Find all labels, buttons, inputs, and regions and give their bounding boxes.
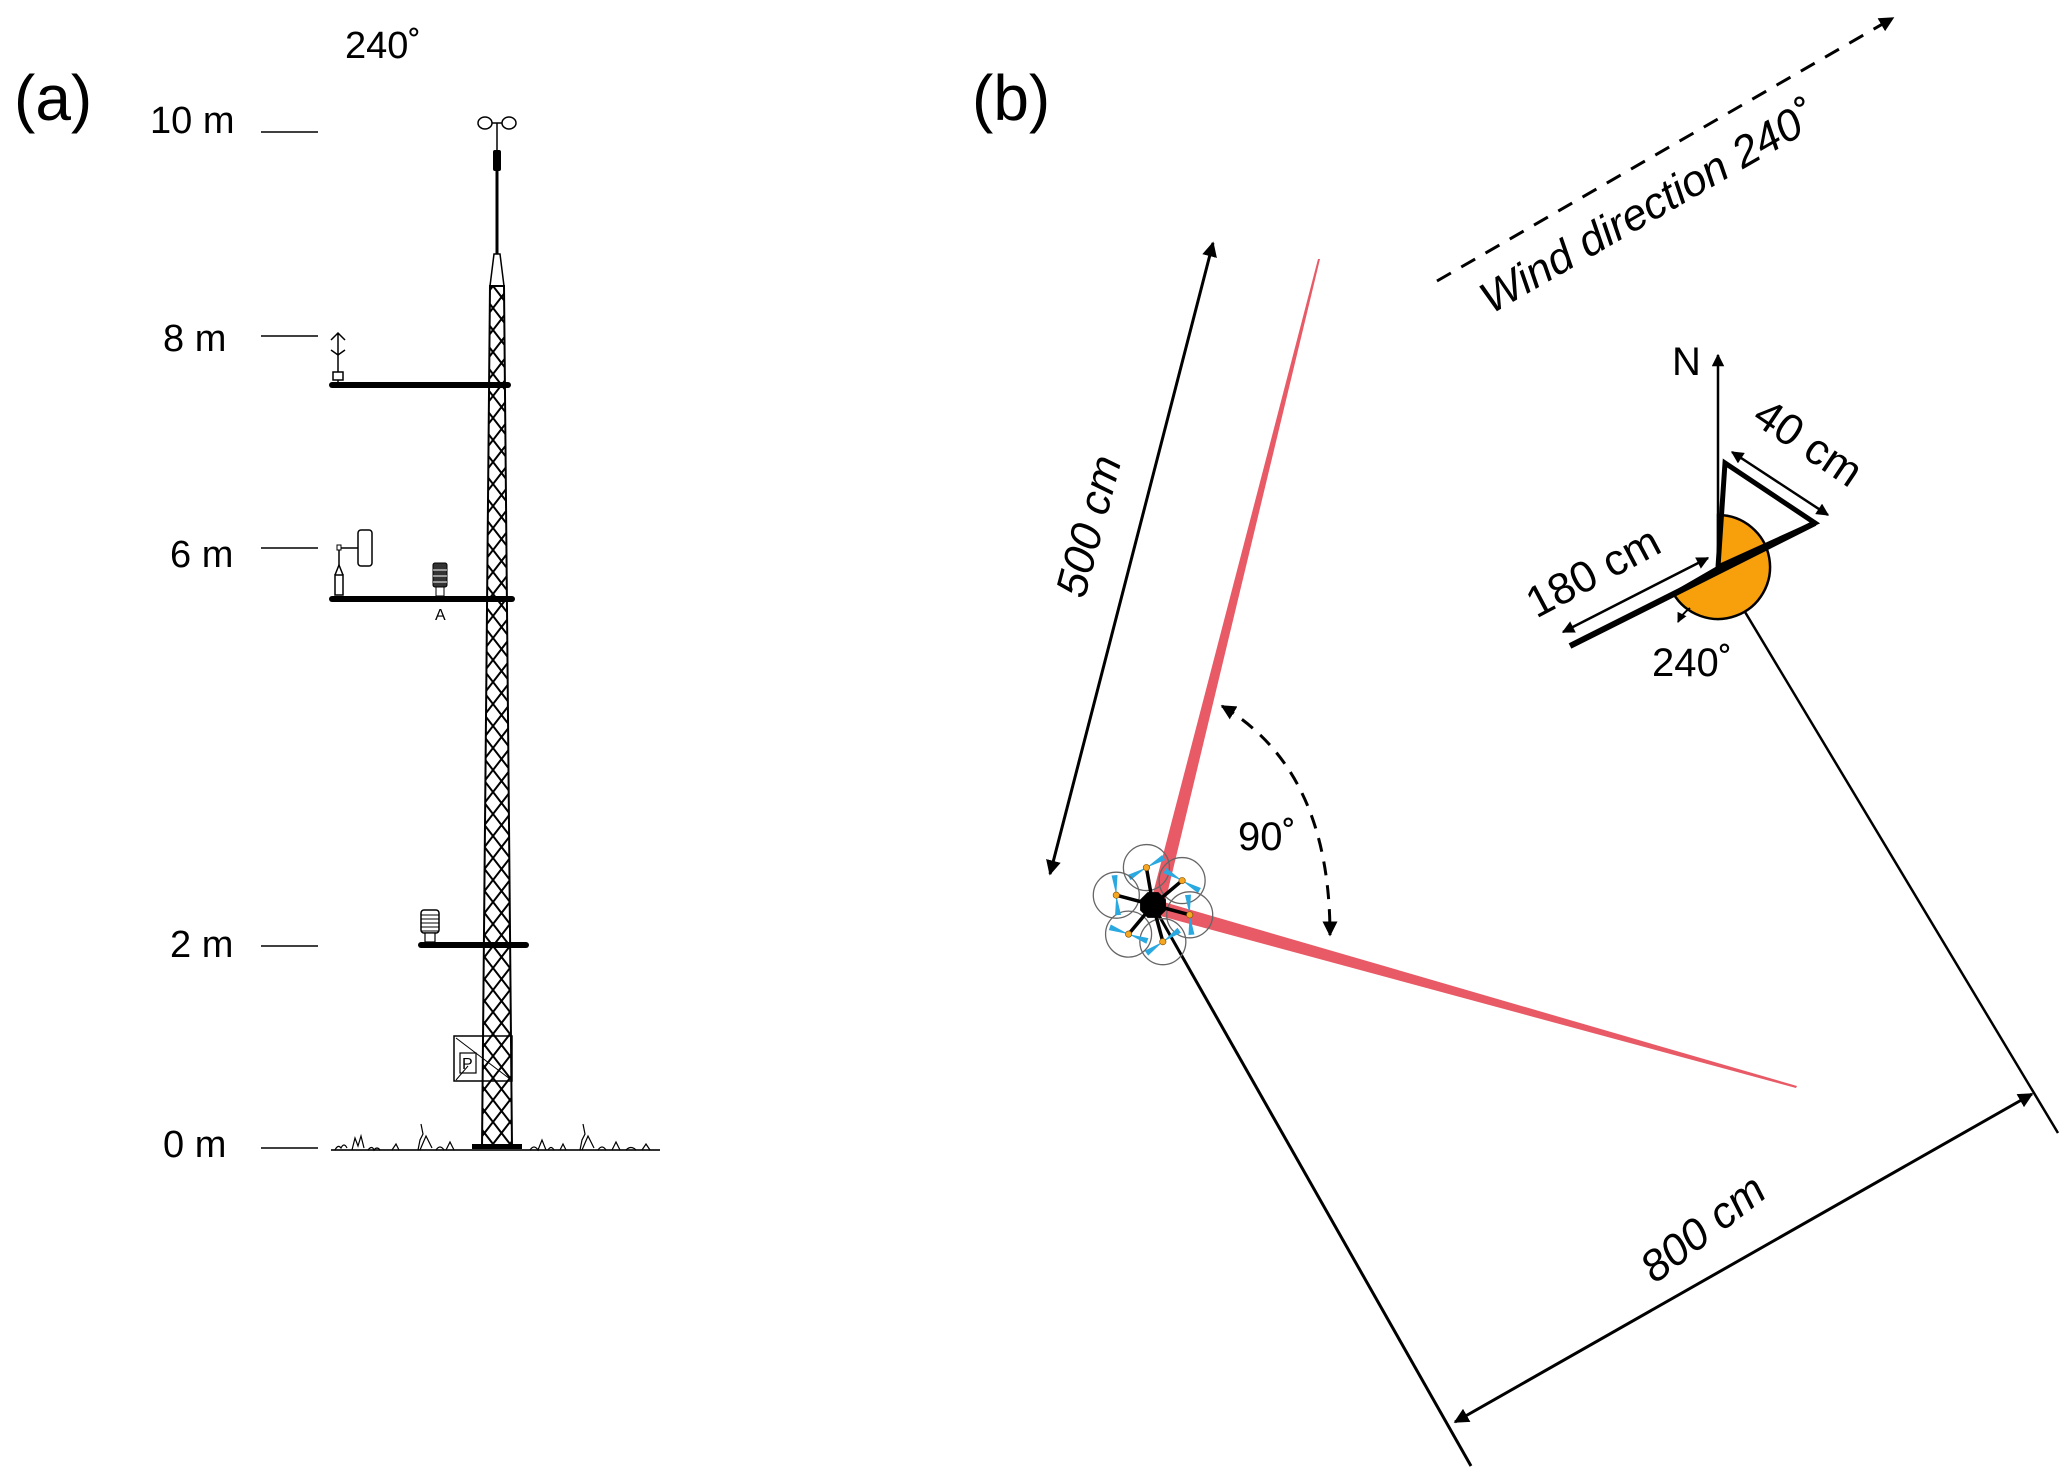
pyranometer-icon [334, 529, 373, 596]
height-label-6m: 6 m [170, 534, 233, 576]
dimension-arrow-40cm [1730, 450, 1830, 517]
propeller-blade [1127, 867, 1147, 881]
angle-label-240: 240˚ [1652, 641, 1732, 685]
rotor-guard [1104, 910, 1153, 958]
met-tower: A P [329, 116, 529, 1150]
propeller-blade [1182, 880, 1201, 894]
rotor-hub [1178, 877, 1186, 885]
propeller-blade [1111, 874, 1118, 896]
propeller-blade [1184, 894, 1191, 915]
box-marker-p: P [462, 1056, 473, 1073]
panel-b: (b) Wind direction 240˚ 500 cm 90˚ 800 c… [972, 16, 2060, 1467]
rotor-guard [1166, 891, 1214, 939]
laser-beam-east [1150, 898, 1797, 1088]
lattice-tower [480, 285, 514, 1149]
propeller-blade [1128, 934, 1149, 944]
height-label-10m: 10 m [150, 100, 234, 142]
angle-arc-90 [1220, 704, 1338, 937]
radiation-shield-icon-2m [420, 909, 440, 943]
propeller-blade [1146, 854, 1166, 868]
propeller-blade [1163, 867, 1183, 881]
mast-cone [489, 253, 505, 287]
propeller-blade [1188, 914, 1195, 936]
tower-base [472, 1144, 522, 1150]
rotor-hub [1142, 864, 1150, 872]
propeller-blade [1162, 927, 1181, 942]
wind-direction-label: Wind direction 240˚ [1472, 91, 1825, 323]
cup-anemometer-icon [477, 116, 517, 171]
rotor-guard [1158, 856, 1206, 905]
logger-box-icon [453, 1035, 513, 1082]
rotor-guard [1122, 843, 1171, 892]
rotor-guard [1092, 871, 1140, 919]
height-scale: 10 m 8 m 6 m 2 m 0 m [150, 100, 318, 1166]
dimension-label-40cm: 40 cm [1745, 389, 1872, 497]
temperature-shield-icon-6m [432, 562, 448, 597]
panel-a-label: (a) [14, 62, 92, 134]
sensor-marker-a: A [435, 607, 446, 624]
dimension-arrow-800cm [1453, 1092, 2034, 1424]
tower-plan-view: N 180 cm 40 cm 240˚ [1518, 340, 1871, 685]
dimension-arrow-180cm [1561, 556, 1710, 634]
dimension-arrow-500cm [1046, 241, 1217, 876]
height-label-0m: 0 m [163, 1124, 226, 1166]
baseline-tower [1716, 566, 2060, 1134]
drone-body [1140, 892, 1166, 918]
hexacopter-drone-icon [1092, 843, 1214, 966]
rotor-guard [1139, 918, 1187, 966]
propeller-blade [1144, 941, 1163, 956]
laser-beam-north [1150, 259, 1320, 907]
dimension-label-500cm: 500 cm [1047, 450, 1132, 602]
wind-direction-arrow [1436, 16, 1895, 283]
angle-label-90: 90˚ [1238, 815, 1296, 859]
ground-grass [331, 1123, 660, 1152]
tower-direction-label: 240˚ [345, 25, 421, 67]
propeller-blade [1108, 924, 1129, 935]
sonic-anemometer-icon [330, 331, 346, 382]
height-label-2m: 2 m [170, 924, 233, 966]
rotor-hub [1159, 938, 1167, 946]
rotor-hub [1186, 911, 1194, 919]
angle-arrow-240 [1677, 607, 1691, 623]
baseline-drone [1151, 904, 1473, 1467]
rotor-hub [1112, 891, 1120, 899]
propeller-blade [1115, 895, 1122, 916]
panel-b-label: (b) [972, 62, 1050, 134]
north-label: N [1672, 340, 1701, 384]
height-label-8m: 8 m [163, 318, 226, 360]
dimension-label-800cm: 800 cm [1631, 1165, 1775, 1292]
rotor-hub [1125, 930, 1133, 938]
panel-a: (a) 240˚ 10 m 8 m 6 m 2 m 0 m [14, 25, 660, 1166]
